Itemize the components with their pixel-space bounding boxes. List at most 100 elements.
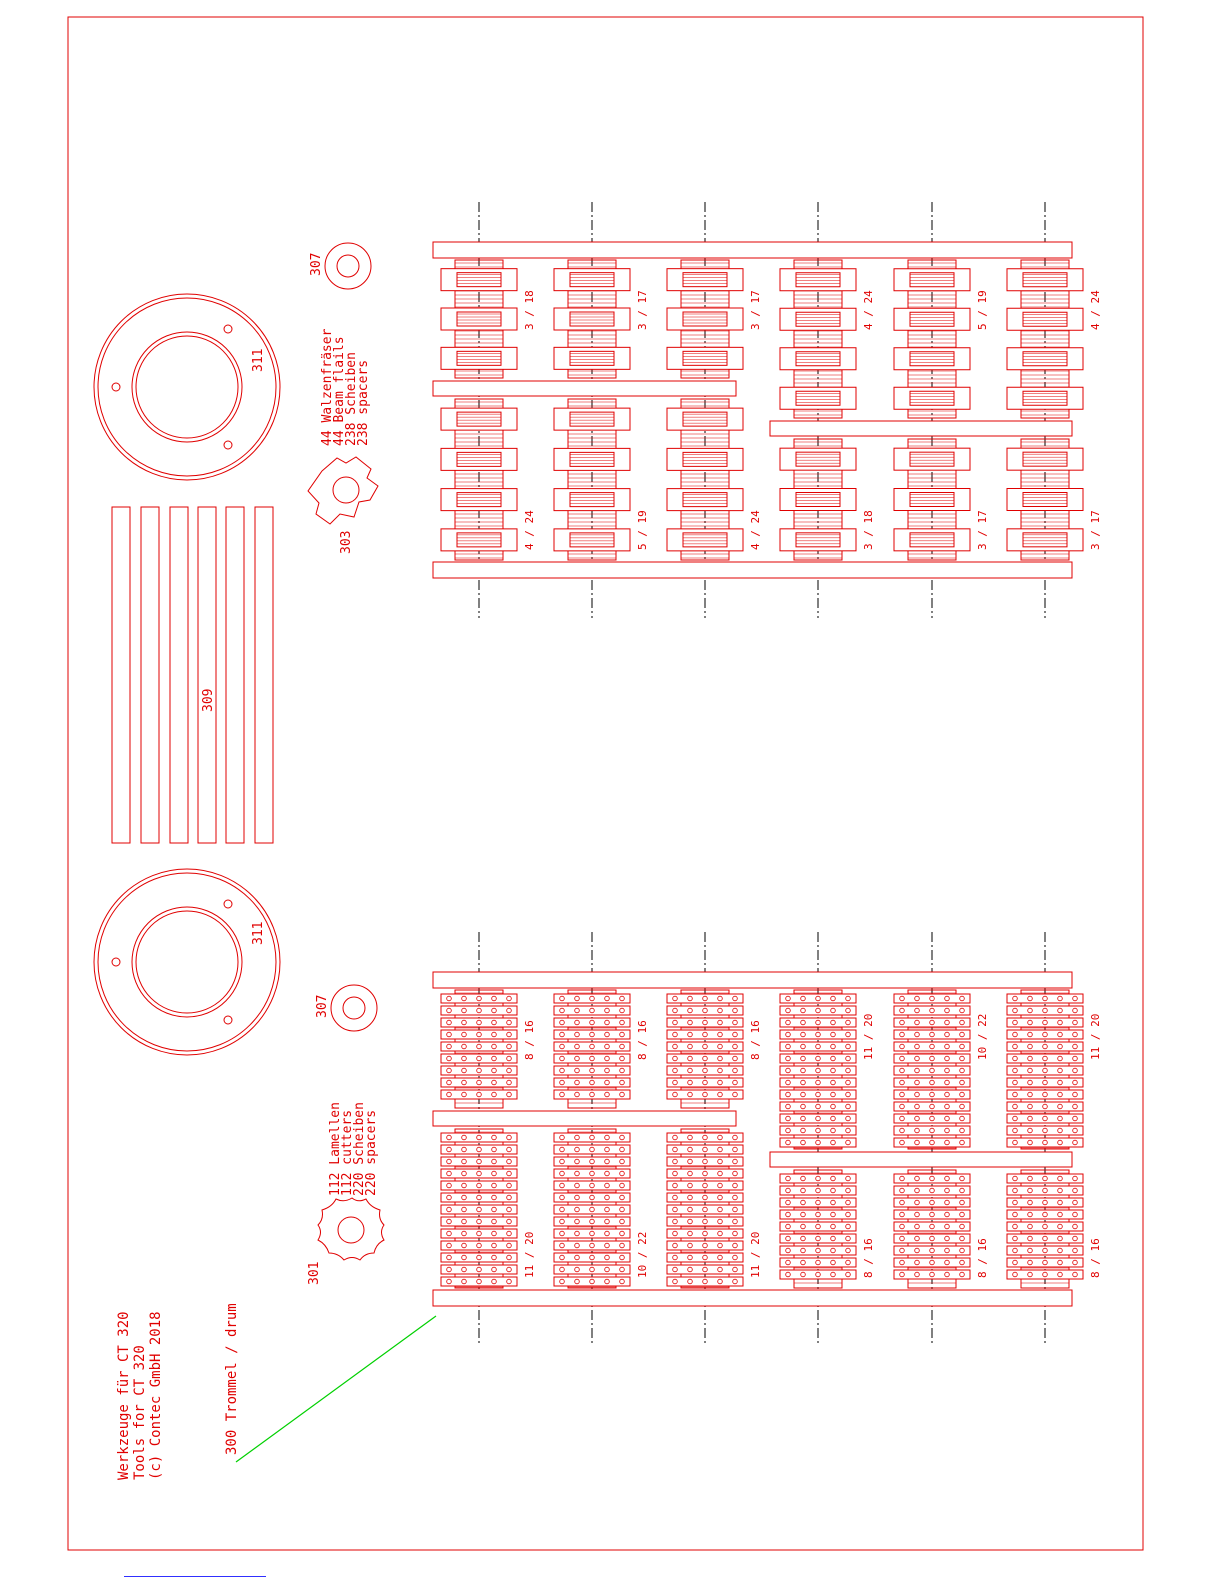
cutter-bolt xyxy=(702,1194,708,1201)
cutter-bolt xyxy=(914,1103,920,1110)
cutter-bolt xyxy=(944,1031,950,1038)
beam-flail xyxy=(440,307,518,331)
cutter-bolt xyxy=(785,1031,791,1038)
beam-flail xyxy=(893,386,971,410)
cutter-bolt xyxy=(1042,1187,1048,1194)
cutter-bolt xyxy=(687,1134,693,1141)
cutter-bolt xyxy=(491,1055,497,1062)
cutter-bolt xyxy=(929,1235,935,1242)
lamellen-cutter-blade xyxy=(1006,1137,1084,1148)
cutter-bolt xyxy=(461,1067,467,1074)
cutter-bolt xyxy=(1027,1223,1033,1230)
cutter-bolt xyxy=(574,1067,580,1074)
cutter-bolt xyxy=(914,1259,920,1266)
lamellen-cutter-blade xyxy=(553,1180,631,1191)
cutter-bolt xyxy=(959,1199,965,1206)
cutter-bolt xyxy=(944,995,950,1002)
cutter-bolt xyxy=(732,1218,738,1225)
lamellen-cutter-blade xyxy=(553,1252,631,1263)
cutter-bolt xyxy=(506,1254,512,1261)
lamellen-cutter-blade xyxy=(1006,1257,1084,1268)
cutter-bolt xyxy=(785,1115,791,1122)
cutter-bolt xyxy=(687,1194,693,1201)
cutter-bolt xyxy=(491,1043,497,1050)
cutter-bolt xyxy=(574,1079,580,1086)
cutter-bolt xyxy=(672,1230,678,1237)
cutter-bolt xyxy=(899,1091,905,1098)
footer-link-underline[interactable] xyxy=(124,1576,266,1577)
lamellen-cutter-blade xyxy=(440,1077,518,1088)
lamellen-cutter-blade xyxy=(893,1101,971,1112)
lamellen-cutter-blade xyxy=(893,1137,971,1148)
beam-flail xyxy=(666,407,744,431)
cutter-bolt xyxy=(604,1242,610,1249)
cutter-bolt xyxy=(559,1043,565,1050)
cutter-bolt xyxy=(1042,1199,1048,1206)
cutter-bolt xyxy=(929,1175,935,1182)
cutter-bolt xyxy=(1072,1247,1078,1254)
cutter-bolt xyxy=(959,1067,965,1074)
cutter-bolt xyxy=(815,1139,821,1146)
lamellen-cutter-blade xyxy=(1006,1233,1084,1244)
cutter-bolt xyxy=(1057,1271,1063,1278)
lamellen-cutter-blade xyxy=(1006,1197,1084,1208)
lamellen-cutter-blade xyxy=(440,993,518,1004)
cutter-bolt xyxy=(959,1139,965,1146)
cutter-bolt xyxy=(491,1079,497,1086)
flail-legend-line-2: 44 Beam flails xyxy=(332,336,347,446)
cutter-bolt xyxy=(506,1055,512,1062)
cutter-bolt xyxy=(506,1043,512,1050)
cutter-bolt xyxy=(959,1031,965,1038)
beam-flail xyxy=(779,386,857,410)
cutter-bolt xyxy=(899,1043,905,1050)
cutter-bolt xyxy=(959,1115,965,1122)
lamellen-cutter-blade xyxy=(666,1204,744,1215)
beam-flail xyxy=(893,447,971,471)
cutter-bolt xyxy=(732,1194,738,1201)
cutter-bolt xyxy=(732,1158,738,1165)
cutter-bolt xyxy=(785,1259,791,1266)
cutter-bolt xyxy=(687,1230,693,1237)
cutter-bolt xyxy=(800,1187,806,1194)
cutter-bolt xyxy=(899,1211,905,1218)
cutter-bolt xyxy=(604,1194,610,1201)
cutter-bolt xyxy=(506,1242,512,1249)
cutter-bolt xyxy=(446,1278,452,1285)
cutter-bolt xyxy=(717,1266,723,1273)
cutter-bolt xyxy=(589,1182,595,1189)
cutter-bolt xyxy=(702,1134,708,1141)
cutter-bolt xyxy=(476,1170,482,1177)
cutter-bolt xyxy=(845,1115,851,1122)
cutter-bolt xyxy=(604,1266,610,1273)
cutter-bolt xyxy=(476,1055,482,1062)
cutter-bolt xyxy=(702,1158,708,1165)
cutter-bolt xyxy=(929,1247,935,1254)
cutter-bolt xyxy=(944,1211,950,1218)
lamellen-cutter-blade xyxy=(893,1029,971,1040)
cutter-bolt xyxy=(959,1079,965,1086)
cutter-bolt xyxy=(717,1278,723,1285)
cutter-bolt xyxy=(845,1259,851,1266)
beam-flail-inner xyxy=(1022,311,1068,327)
cutter-bolt xyxy=(461,1266,467,1273)
title-line-1: Werkzeuge für CT 320 xyxy=(116,1311,132,1480)
cutter-bolt xyxy=(446,1182,452,1189)
cutter-bolt xyxy=(672,1091,678,1098)
cutter-bolt xyxy=(959,1043,965,1050)
cutter-bolt xyxy=(702,1091,708,1098)
cutter-bolt xyxy=(1072,1019,1078,1026)
cutter-bolt xyxy=(589,1254,595,1261)
lamellen-cutter-blade xyxy=(779,1173,857,1184)
cutter-bolt xyxy=(491,1242,497,1249)
beam-flail xyxy=(1006,347,1084,371)
beam-flail xyxy=(666,346,744,370)
cutter-bolt xyxy=(1027,1187,1033,1194)
cutter-bolt xyxy=(589,1134,595,1141)
cutter-bolt xyxy=(619,1019,625,1026)
segment-count-label: 8 / 16 xyxy=(1089,1238,1102,1278)
sheet-border xyxy=(67,16,1144,1551)
lamellen-cutter-blade xyxy=(440,1228,518,1239)
cutter-bolt xyxy=(446,1158,452,1165)
cutter-bolt xyxy=(1027,1079,1033,1086)
cutter-bolt xyxy=(491,1278,497,1285)
